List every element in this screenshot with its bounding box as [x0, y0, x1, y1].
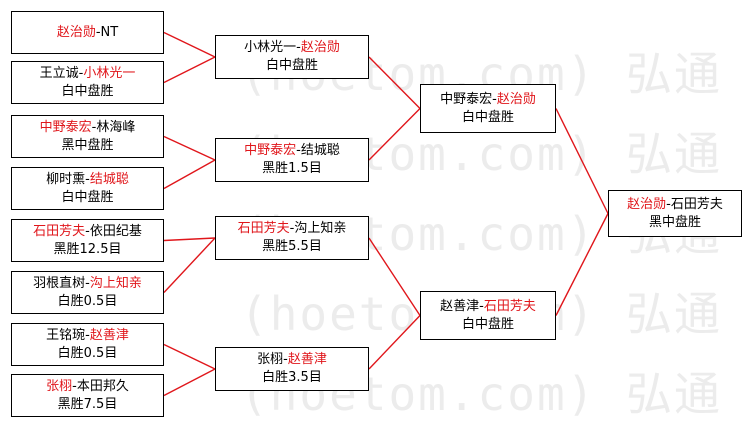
match-box: 王立诚-小林光一白中盘胜 [11, 61, 164, 104]
match-result: 黑胜12.5目 [53, 241, 122, 257]
connector-line [368, 56, 421, 109]
connector-line [163, 56, 216, 84]
match-players: 羽根直树-沟上知亲 [33, 275, 142, 293]
player-name: 王立诚- [39, 65, 84, 81]
match-box: 张栩-赵善津白胜3.5目 [215, 347, 369, 391]
match-result: 白中盘胜 [265, 58, 318, 73]
connector-line [163, 343, 216, 370]
match-box: 羽根直树-沟上知亲白胜0.5目 [11, 271, 164, 314]
match-players: 中野泰宏-林海峰 [40, 119, 136, 137]
winner-name: 赵治勋 [300, 40, 340, 55]
match-players: 赵治勋-NT [57, 24, 118, 42]
match-result: 白胜0.5目 [57, 345, 118, 361]
winner-name: 结城聪 [89, 171, 129, 187]
winner-name: 中野泰宏 [39, 119, 92, 135]
match-result: 白中盘胜 [61, 83, 114, 99]
match-box: 张栩-本田邦久黑胜7.5目 [11, 374, 164, 417]
connector-line [368, 315, 421, 370]
match-box: 中野泰宏-赵治勋白中盘胜 [420, 84, 556, 133]
match-players: 中野泰宏-结城聪 [244, 142, 340, 160]
match-result: 白中盘胜 [61, 189, 114, 205]
player-name: -本田邦久 [72, 378, 129, 394]
match-box: 柳时熏-结城聪白中盘胜 [11, 167, 164, 210]
player-name: 小林光一- [244, 40, 301, 55]
winner-name: 赵善津 [287, 352, 327, 367]
winner-name: 石田芳夫 [237, 221, 290, 236]
connector-line [368, 108, 421, 161]
player-name: -沟上知亲 [289, 221, 347, 236]
player-name: 王铭琬- [46, 327, 90, 343]
player-name: 张栩- [257, 352, 288, 367]
connector-line [163, 159, 216, 190]
match-result: 黑胜1.5目 [262, 161, 322, 176]
match-result: 白胜3.5目 [262, 370, 322, 385]
winner-name: 石田芳夫 [33, 223, 86, 239]
winner-name: 赵治勋 [496, 91, 536, 107]
match-result: 白中盘胜 [461, 316, 514, 332]
player-name: -NT [95, 24, 119, 40]
match-result: 白中盘胜 [461, 109, 514, 125]
player-name: 羽根直树- [33, 275, 90, 291]
match-players: 小林光一-赵治勋 [244, 39, 340, 57]
match-box: 中野泰宏-结城聪黑胜1.5目 [215, 138, 369, 182]
match-players: 张栩-赵善津 [257, 351, 327, 369]
connector-line [163, 368, 216, 397]
match-result: 黑胜5.5目 [262, 239, 322, 254]
match-result: 白胜0.5目 [57, 293, 118, 309]
winner-name: 中野泰宏 [244, 143, 297, 158]
connector-line [555, 108, 609, 214]
connector-line [555, 213, 609, 316]
winner-name: 赵善津 [89, 327, 129, 343]
winner-name: 小林光一 [83, 65, 136, 81]
match-result: 黑中盘胜 [648, 214, 701, 230]
winner-name: 赵治勋 [627, 196, 667, 212]
player-name: -结城聪 [296, 143, 340, 158]
match-box: 石田芳夫-依田纪基黑胜12.5目 [11, 219, 164, 262]
connector-line [368, 237, 421, 316]
match-players: 王铭琬-赵善津 [46, 327, 129, 345]
player-name: -依田纪基 [85, 223, 142, 239]
match-result: 黑中盘胜 [61, 137, 114, 153]
match-box: 小林光一-赵治勋白中盘胜 [215, 35, 369, 79]
connector-line [163, 237, 216, 293]
winner-name: 张栩 [46, 378, 73, 394]
match-players: 石田芳夫-依田纪基 [33, 223, 142, 241]
connector-line [163, 237, 216, 242]
player-name: 中野泰宏- [440, 91, 497, 107]
match-box: 石田芳夫-沟上知亲黑胜5.5目 [215, 216, 369, 260]
match-players: 张栩-本田邦久 [46, 378, 129, 396]
player-name: 赵善津- [440, 298, 484, 314]
winner-name: 赵治勋 [56, 24, 96, 40]
match-players: 赵善津-石田芳夫 [440, 298, 536, 316]
connector-line [163, 31, 216, 58]
match-players: 王立诚-小林光一 [40, 65, 136, 83]
match-players: 石田芳夫-沟上知亲 [238, 220, 347, 238]
match-box: 王铭琬-赵善津白胜0.5目 [11, 323, 164, 366]
match-box: 中野泰宏-林海峰黑中盘胜 [11, 115, 164, 158]
match-players: 赵治勋-石田芳夫 [627, 196, 723, 214]
match-players: 柳时熏-结城聪 [46, 171, 129, 189]
match-players: 中野泰宏-赵治勋 [440, 91, 536, 109]
match-box: 赵善津-石田芳夫白中盘胜 [420, 291, 556, 340]
player-name: -林海峰 [91, 119, 136, 135]
match-box: 赵治勋-NT [11, 11, 164, 54]
connector-line [163, 135, 216, 161]
player-name: 柳时熏- [46, 171, 90, 187]
winner-name: 石田芳夫 [483, 298, 536, 314]
winner-name: 沟上知亲 [89, 275, 142, 291]
match-box: 赵治勋-石田芳夫黑中盘胜 [608, 190, 742, 237]
player-name: -石田芳夫 [666, 196, 723, 212]
match-result: 黑胜7.5目 [57, 396, 118, 412]
